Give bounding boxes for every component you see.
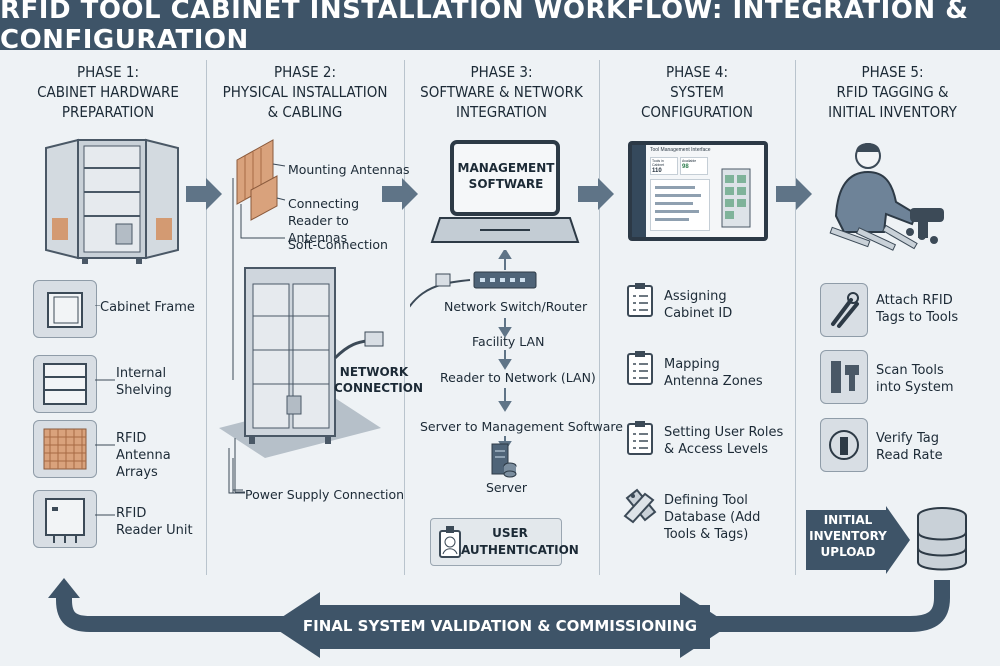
checklist-icon [627,283,653,317]
management-software-label: MANAGEMENT SOFTWARE [457,161,555,191]
scan-tools-label: Scan Tools into System [876,363,954,395]
network-connection-label: NETWORK CONNECTION [334,365,423,395]
phase-arrow [578,178,614,210]
initial-inventory-upload-label: INITIAL INVENTORY UPLOAD [809,513,887,559]
config-monitor: Tool Management Interface Tools in Cabin… [628,141,768,241]
phase-arrow [186,178,222,210]
rfid-reader-label: RFID Reader Unit [116,506,193,538]
wrench-icon-box [820,283,868,337]
installation-diagram [219,139,384,494]
wrench-icon [831,292,859,328]
server-to-software-label: Server to Management Software [420,419,623,434]
user-authentication-box: USER AUTHENTICATION [430,518,579,566]
checklist-icon [627,421,653,455]
assign-cabinet-id-label: Assigning Cabinet ID [664,289,733,321]
checklist-icon [627,351,653,385]
scanner-icon [831,361,859,393]
connecting-reader-label: Connecting Reader to Antennas [288,196,360,245]
cabinet-frame-icon [33,280,97,338]
map-antenna-zones-label: Mapping Antenna Zones [664,357,763,389]
attach-tags-label: Attach RFID Tags to Tools [876,293,959,325]
upload-arrow [806,506,910,574]
user-authentication-label: USER AUTHENTICATION [461,526,579,557]
scanner-icon-box [820,350,868,404]
column-divider [795,60,796,575]
technician-icon [829,143,944,251]
internal-shelving-icon [33,355,97,413]
screen-list [650,179,710,231]
screen-title: Tool Management Interface [650,147,711,153]
power-supply-label: Power Supply Connection [245,487,405,502]
server-label: Server [486,480,527,495]
rfid-reader-icon [33,490,97,548]
phase-arrow [382,178,418,210]
tag-icon [623,488,657,524]
verify-read-rate-label: Verify Tag Read Rate [876,431,943,463]
screen-cabinet-image [721,168,751,228]
final-validation-bar [310,605,710,649]
badge-icon [439,526,461,558]
internal-shelving-label: Internal Shelving [116,366,172,398]
network-flow [410,250,537,452]
antenna-array-label: RFID Antenna Arrays [116,431,171,480]
item-leader-lines [95,305,115,516]
phase-5-heading: PHASE 5:RFID TAGGING &INITIAL INVENTORY [828,63,957,121]
open-cabinet-icon [45,138,179,264]
stat-card: Tools in Cabinet 110 [650,157,678,175]
user-roles-label: Setting User Roles & Access Levels [664,425,784,457]
phase-arrow [776,178,812,210]
facility-lan-label: Facility LAN [472,334,545,349]
tool-database-label: Defining Tool Database (Add Tools & Tags… [664,493,761,542]
laptop-icon [430,140,580,243]
column-divider [206,60,207,575]
soft-connection-label: Soft-Connection [288,237,388,252]
column-divider [599,60,600,575]
reader-to-network-label: Reader to Network (LAN) [440,370,596,385]
final-validation-label: FINAL SYSTEM VALIDATION & COMMISSIONING [302,617,698,635]
column-divider [404,60,405,575]
antenna-array-icon [33,420,97,478]
title-bar: RFID TOOL CABINET INSTALLATION WORKFLOW:… [0,0,1000,55]
signal-icon [829,430,859,460]
server-icon [491,443,517,478]
mounting-antennas-label: Mounting Antennas [288,162,410,177]
page-title: RFID TOOL CABINET INSTALLATION WORKFLOW:… [0,0,969,55]
cabinet-frame-label: Cabinet Frame [100,300,195,315]
switch-router-label: Network Switch/Router [444,299,588,314]
config-screen: Tool Management Interface Tools in Cabin… [632,145,764,237]
database-icon [917,507,967,571]
screen-sidebar [632,145,646,237]
phase-2-heading: PHASE 2:PHYSICAL INSTALLATION& CABLING [222,63,388,121]
verify-icon-box [820,418,868,472]
stat-card: Available 98 [680,157,708,175]
